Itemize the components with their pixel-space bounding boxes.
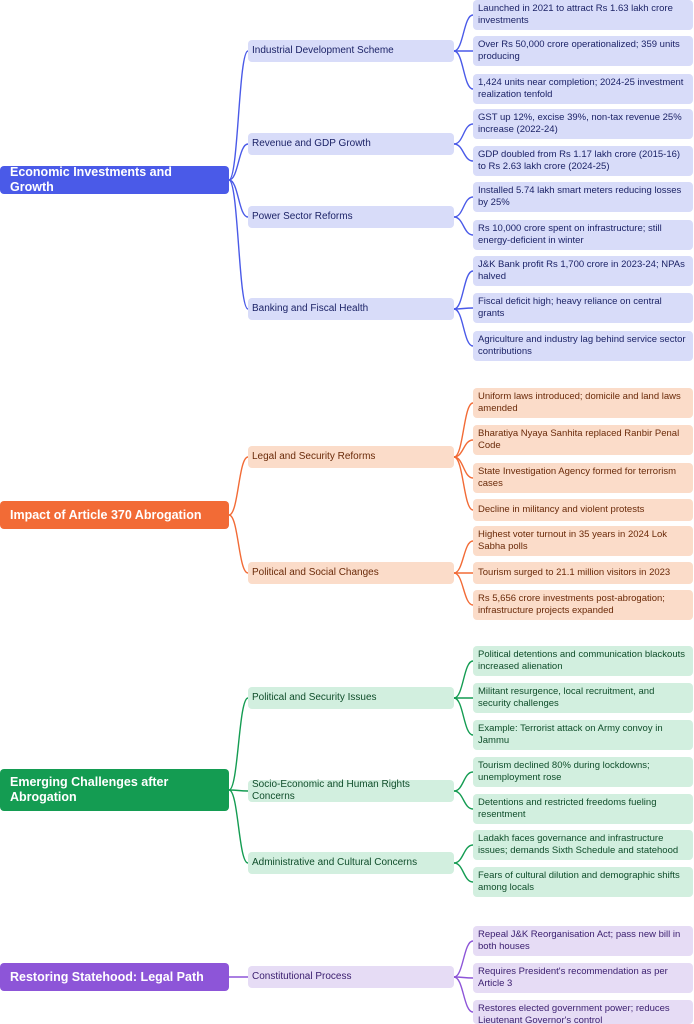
connector-line bbox=[453, 307, 474, 310]
connector-line bbox=[228, 789, 249, 864]
leaf-item[interactable]: Bharatiya Nyaya Sanhita replaced Ranbir … bbox=[473, 425, 693, 455]
connector-line bbox=[453, 976, 474, 979]
branch-power-sector[interactable]: Power Sector Reforms bbox=[248, 206, 454, 228]
branch-banking-fiscal[interactable]: Banking and Fiscal Health bbox=[248, 298, 454, 320]
connector-line bbox=[228, 50, 249, 181]
leaf-item[interactable]: Tourism surged to 21.1 million visitors … bbox=[473, 562, 693, 584]
connector-line bbox=[453, 456, 474, 511]
leaf-item[interactable]: Ladakh faces governance and infrastructu… bbox=[473, 830, 693, 860]
branch-revenue-gdp[interactable]: Revenue and GDP Growth bbox=[248, 133, 454, 155]
connector-line bbox=[228, 179, 249, 310]
leaf-item[interactable]: Launched in 2021 to attract Rs 1.63 lakh… bbox=[473, 0, 693, 30]
leaf-item[interactable]: State Investigation Agency formed for te… bbox=[473, 463, 693, 493]
connector-line bbox=[453, 976, 474, 1013]
connector-line bbox=[453, 572, 474, 606]
leaf-item[interactable]: Example: Terrorist attack on Army convoy… bbox=[473, 720, 693, 750]
leaf-item[interactable]: J&K Bank profit Rs 1,700 crore in 2023-2… bbox=[473, 256, 693, 286]
leaf-item[interactable]: Agriculture and industry lag behind serv… bbox=[473, 331, 693, 361]
leaf-item[interactable]: Repeal J&K Reorganisation Act; pass new … bbox=[473, 926, 693, 956]
root-node-challenges[interactable]: Emerging Challenges after Abrogation bbox=[0, 769, 229, 811]
connector-line bbox=[453, 143, 474, 162]
connector-line bbox=[453, 14, 474, 52]
connector-line bbox=[228, 143, 249, 181]
connector-line bbox=[453, 940, 474, 978]
leaf-item[interactable]: Highest voter turnout in 35 years in 202… bbox=[473, 526, 693, 556]
leaf-item[interactable]: 1,424 units near completion; 2024-25 inv… bbox=[473, 74, 693, 104]
leaf-item[interactable]: Requires President's recommendation as p… bbox=[473, 963, 693, 993]
root-node-statehood[interactable]: Restoring Statehood: Legal Path bbox=[0, 963, 229, 991]
branch-legal-security[interactable]: Legal and Security Reforms bbox=[248, 446, 454, 468]
connector-line bbox=[453, 844, 474, 864]
root-node-economic[interactable]: Economic Investments and Growth bbox=[0, 165, 229, 194]
connector-line bbox=[453, 123, 474, 145]
connector-line bbox=[228, 697, 249, 791]
branch-administrative-cultural[interactable]: Administrative and Cultural Concerns bbox=[248, 852, 454, 874]
connector-line bbox=[453, 697, 474, 736]
connector-line bbox=[453, 308, 474, 347]
connector-line bbox=[228, 179, 249, 218]
connector-line bbox=[228, 514, 249, 574]
connector-line bbox=[453, 771, 474, 792]
leaf-item[interactable]: Political detentions and communication b… bbox=[473, 646, 693, 676]
leaf-item[interactable]: Rs 10,000 crore spent on infrastructure;… bbox=[473, 220, 693, 250]
connector-line bbox=[453, 540, 474, 574]
leaf-item[interactable]: Uniform laws introduced; domicile and la… bbox=[473, 388, 693, 418]
connector-line bbox=[453, 862, 474, 883]
connector-line bbox=[453, 270, 474, 310]
leaf-item[interactable]: GST up 12%, excise 39%, non-tax revenue … bbox=[473, 109, 693, 139]
leaf-item[interactable]: Fiscal deficit high; heavy reliance on c… bbox=[473, 293, 693, 323]
connector-line bbox=[228, 456, 249, 516]
branch-political-social[interactable]: Political and Social Changes bbox=[248, 562, 454, 584]
connector-line bbox=[228, 789, 249, 792]
connector-line bbox=[453, 660, 474, 699]
connector-line bbox=[453, 196, 474, 218]
connector-line bbox=[453, 216, 474, 236]
connector-line bbox=[453, 790, 474, 810]
leaf-item[interactable]: Militant resurgence, local recruitment, … bbox=[473, 683, 693, 713]
leaf-item[interactable]: Decline in militancy and violent protest… bbox=[473, 499, 693, 521]
root-node-article-370[interactable]: Impact of Article 370 Abrogation bbox=[0, 501, 229, 529]
branch-constitutional-process[interactable]: Constitutional Process bbox=[248, 966, 454, 988]
leaf-item[interactable]: Installed 5.74 lakh smart meters reducin… bbox=[473, 182, 693, 212]
connector-line bbox=[453, 402, 474, 458]
leaf-item[interactable]: Fears of cultural dilution and demograph… bbox=[473, 867, 693, 897]
leaf-item[interactable]: Over Rs 50,000 crore operationalized; 35… bbox=[473, 36, 693, 66]
branch-socio-economic[interactable]: Socio-Economic and Human Rights Concerns bbox=[248, 779, 454, 802]
connector-line bbox=[453, 50, 474, 90]
leaf-item[interactable]: GDP doubled from Rs 1.17 lakh crore (201… bbox=[473, 146, 693, 176]
leaf-item[interactable]: Rs 5,656 crore investments post-abrogati… bbox=[473, 590, 693, 620]
leaf-item[interactable]: Detentions and restricted freedoms fueli… bbox=[473, 794, 693, 824]
connector-line bbox=[453, 456, 474, 479]
connector-line bbox=[453, 439, 474, 458]
branch-industrial-development[interactable]: Industrial Development Scheme bbox=[248, 40, 454, 62]
leaf-item[interactable]: Tourism declined 80% during lockdowns; u… bbox=[473, 757, 693, 787]
branch-political-security-issues[interactable]: Political and Security Issues bbox=[248, 687, 454, 709]
leaf-item[interactable]: Restores elected government power; reduc… bbox=[473, 1000, 693, 1024]
